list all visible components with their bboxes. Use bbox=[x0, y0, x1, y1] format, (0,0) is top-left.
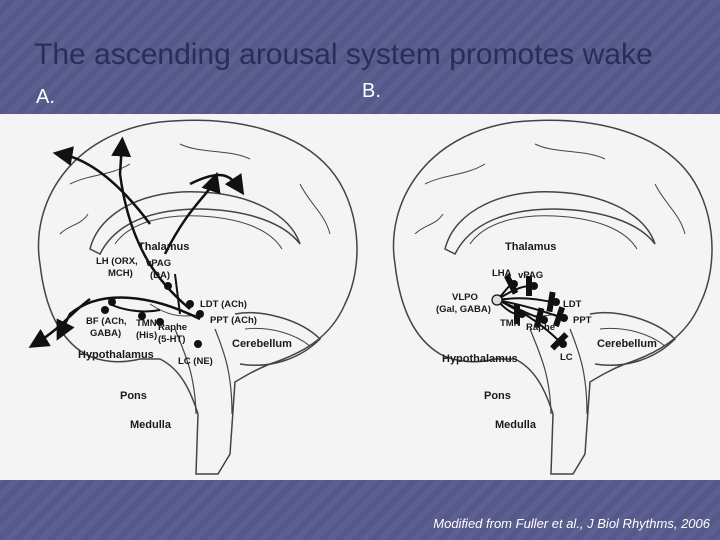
label-pons-b: Pons bbox=[484, 390, 511, 402]
label-thalamus-b: Thalamus bbox=[505, 241, 556, 253]
brain-figure: Thalamus LH (ORX, MCH) vPAG (DA) LDT (AC… bbox=[0, 114, 720, 480]
slide-title: The ascending arousal system promotes wa… bbox=[34, 38, 653, 71]
label-hypothalamus-b: Hypothalamus bbox=[442, 353, 518, 365]
panel-b-label: B. bbox=[362, 80, 381, 102]
nucleus-ppt-b bbox=[560, 314, 568, 322]
brain-outline-b bbox=[392, 119, 713, 475]
nucleus-tmn-b bbox=[518, 310, 526, 318]
panel-a-labels: Thalamus LH (ORX, MCH) vPAG (DA) LDT (AC… bbox=[78, 241, 292, 431]
nucleus-bf bbox=[101, 306, 109, 314]
nucleus-tmn bbox=[138, 312, 146, 320]
panel-b-brain bbox=[392, 119, 713, 475]
label-ldt-a: LDT (ACh) bbox=[200, 299, 247, 310]
label-thalamus-a: Thalamus bbox=[138, 241, 189, 253]
nucleus-ldt-b bbox=[552, 298, 560, 306]
panel-a-label: A. bbox=[36, 86, 55, 108]
panel-b-labels: Thalamus LHA vPAG LDT PPT VLPO (Gal, GAB… bbox=[436, 241, 657, 431]
label-lha-b: LHA bbox=[492, 268, 512, 279]
label-tmn-a-2: (His) bbox=[136, 330, 157, 341]
brain-diagram-svg: Thalamus LH (ORX, MCH) vPAG (DA) LDT (AC… bbox=[28, 119, 713, 475]
brain-outline-a bbox=[37, 119, 358, 475]
vlpo-to-ldt bbox=[496, 291, 556, 313]
label-vpag-a: vPAG bbox=[146, 258, 171, 269]
label-bf-a-2: GABA) bbox=[90, 328, 121, 339]
nucleus-ldt bbox=[186, 300, 194, 308]
nucleus-lc bbox=[194, 340, 202, 348]
label-medulla-b: Medulla bbox=[495, 419, 537, 431]
label-tmn-b: TMN bbox=[500, 318, 521, 329]
label-ppt-b: PPT bbox=[573, 315, 592, 326]
vlpo-to-ppt bbox=[496, 299, 566, 328]
panel-b-pathways bbox=[496, 274, 569, 351]
cerebellum-b bbox=[589, 312, 677, 366]
label-raphe-b: Raphe bbox=[526, 322, 555, 333]
cerebellum-a bbox=[234, 312, 322, 366]
nucleus-lh bbox=[108, 298, 116, 306]
label-vlpo-b: VLPO bbox=[452, 292, 478, 303]
sulci-b bbox=[414, 143, 686, 235]
brainstem-a bbox=[174, 328, 233, 415]
brainstem-b bbox=[529, 328, 588, 415]
nucleus-vlpo bbox=[491, 294, 503, 306]
label-lc-b: LC bbox=[560, 352, 573, 363]
label-medulla-a: Medulla bbox=[130, 419, 172, 431]
nucleus-ppt bbox=[196, 310, 204, 318]
label-cerebellum-a: Cerebellum bbox=[232, 338, 292, 350]
label-ppt-a: PPT (ACh) bbox=[210, 315, 257, 326]
label-bf-a: BF (ACh, bbox=[86, 316, 127, 327]
label-tmn-a: TMN bbox=[136, 318, 157, 329]
label-lc-a: LC (NE) bbox=[178, 356, 213, 367]
label-cerebellum-b: Cerebellum bbox=[597, 338, 657, 350]
panel-a-nuclei bbox=[101, 282, 204, 348]
panel-a-brain bbox=[37, 119, 358, 475]
panel-a-pathways bbox=[28, 136, 245, 348]
corpus-callosum-a bbox=[89, 190, 301, 256]
nucleus-lha bbox=[510, 280, 518, 288]
sulci-a bbox=[59, 143, 331, 235]
label-hypothalamus-a: Hypothalamus bbox=[78, 349, 154, 361]
nucleus-raphe-b bbox=[540, 316, 548, 324]
label-raphe-a-2: (5-HT) bbox=[158, 334, 185, 345]
corpus-callosum-b bbox=[444, 190, 656, 256]
label-vpag-b: vPAG bbox=[518, 270, 543, 281]
nucleus-vpag bbox=[164, 282, 172, 290]
label-vpag-a-2: (DA) bbox=[150, 270, 170, 281]
label-raphe-a: Raphe bbox=[158, 322, 187, 333]
nucleus-raphe bbox=[156, 318, 164, 326]
label-ldt-b: LDT bbox=[563, 299, 582, 310]
label-lh-a: LH (ORX, bbox=[96, 256, 138, 267]
nucleus-lc-b bbox=[559, 340, 567, 348]
nucleus-vpag-b bbox=[530, 282, 538, 290]
label-pons-a: Pons bbox=[120, 390, 147, 402]
panel-b-nuclei bbox=[491, 280, 568, 348]
citation-caption: Modified from Fuller et al., J Biol Rhyt… bbox=[433, 516, 710, 531]
label-lh-a-2: MCH) bbox=[108, 268, 133, 279]
vlpo-to-lc bbox=[496, 299, 569, 351]
label-vlpo-b-2: (Gal, GABA) bbox=[436, 304, 491, 315]
